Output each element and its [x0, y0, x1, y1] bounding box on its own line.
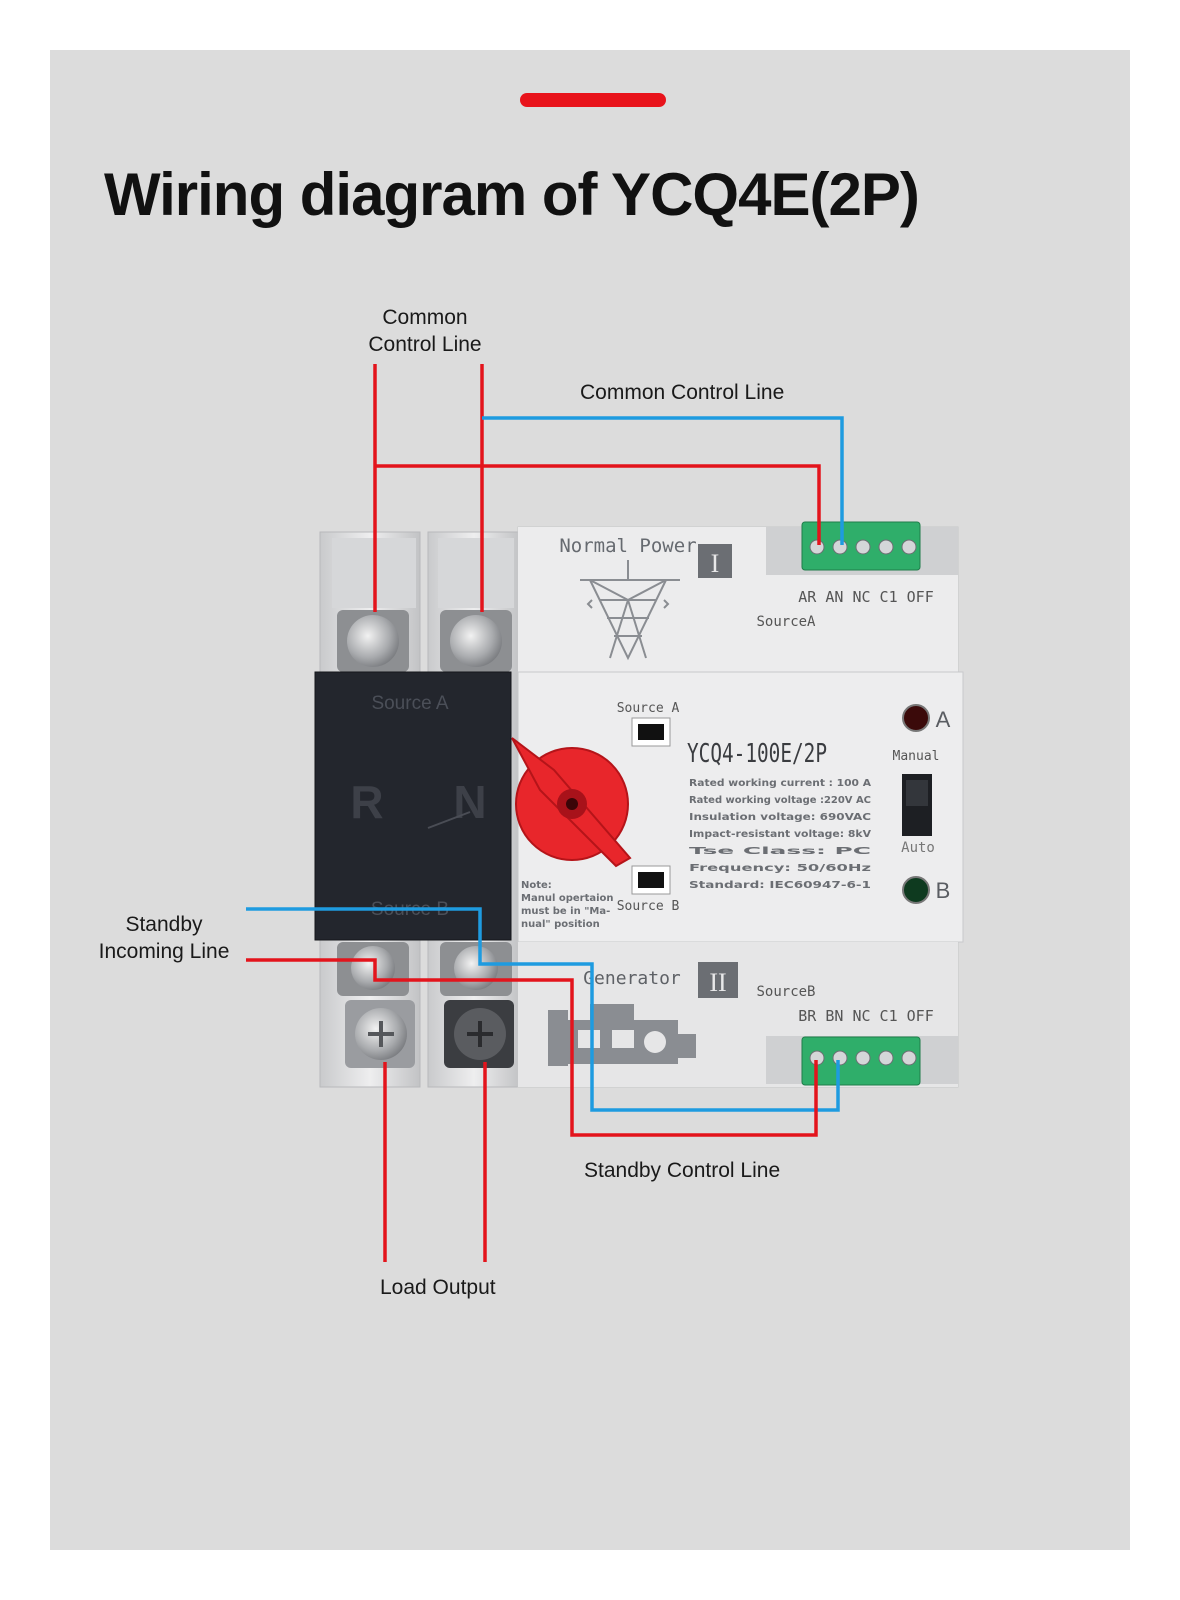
terminal-block-a — [801, 521, 921, 571]
spec-line: Impact-resistant voltage: 8kV — [689, 829, 871, 840]
section-ii-label: II — [709, 968, 726, 997]
black-cover — [314, 671, 512, 941]
terminal-a-labels: AR AN NC C1 OFF — [798, 588, 933, 606]
section-i-label: I — [711, 549, 720, 578]
cover-scratch — [427, 811, 471, 829]
led-a-label: A — [936, 707, 951, 732]
led-b-label: B — [936, 878, 951, 903]
page-title: Wiring diagram of YCQ4E(2P) — [104, 161, 920, 228]
wire-common-control-blue — [482, 416, 844, 545]
normal-power-label: Normal Power — [559, 535, 696, 557]
window-source-a-indicator — [638, 724, 664, 740]
screw-n-mid — [454, 946, 498, 990]
manual-label: Manual — [893, 749, 940, 764]
wire-standby-red — [246, 958, 818, 1137]
model-label: YCQ4-100E/2P — [687, 739, 827, 769]
wire-common-control-red — [375, 464, 821, 545]
label-line: Incoming Line — [98, 940, 230, 963]
note-text: Note: Manul opertaion must be in "Ma- nu… — [521, 880, 614, 930]
manual-auto-toggle-lever[interactable] — [906, 780, 928, 806]
led-b — [902, 876, 930, 904]
switch-source-a-label: Source A — [617, 701, 680, 716]
section-i-badge — [698, 544, 732, 578]
terminal-b-labels: BR BN NC C1 OFF — [798, 1007, 933, 1025]
led-a — [902, 704, 930, 732]
spec-line: Tse Class: PC — [689, 846, 871, 857]
label-line: Standby — [125, 913, 203, 936]
spec-line: Standard: IEC60947-6-1 — [689, 880, 871, 891]
label-standby-control-line: Standby Control Line — [584, 1159, 781, 1182]
pole-n-top-slot — [438, 538, 514, 608]
window-source-b-indicator — [638, 872, 664, 888]
note-line: nual" position — [521, 919, 600, 930]
source-a-small-label: SourceA — [756, 614, 816, 630]
note-line: Note: — [521, 880, 552, 891]
note-line: Manul opertaion — [521, 893, 614, 904]
switch-source-b-label: Source B — [617, 899, 680, 914]
section-ii-badge — [698, 962, 738, 998]
label-common-control-line-top: Common Control Line — [345, 304, 505, 358]
label-line: Control Line — [368, 333, 482, 356]
wire-standby-blue — [246, 907, 840, 1112]
note-line: must be in "Ma- — [521, 906, 610, 917]
spec-line: Rated working current : 100 A — [689, 778, 871, 789]
ats-device: Source A R N Source B Normal Power I AR … — [314, 521, 964, 1088]
cover-n-label: N — [453, 776, 486, 828]
cover-r-label: R — [350, 776, 383, 828]
specs-list: Rated working current : 100 A Rated work… — [689, 778, 871, 891]
auto-label: Auto — [901, 840, 935, 856]
cover-source-a-label: Source A — [371, 693, 448, 714]
generator-icon — [548, 1004, 696, 1066]
source-b-small-label: SourceB — [756, 984, 815, 1000]
accent-bar — [520, 93, 666, 107]
terminal-block-b — [801, 1036, 921, 1086]
wires — [246, 364, 844, 1262]
screw-r-top — [347, 615, 399, 667]
spec-line: Frequency: 50/60Hz — [689, 863, 871, 874]
label-load-output: Load Output — [380, 1276, 496, 1299]
label-line: Common — [382, 306, 468, 329]
screw-r-mid — [351, 946, 395, 990]
screw-n-bottom-slot — [467, 1021, 493, 1047]
screw-r-bottom-slot — [368, 1021, 394, 1047]
label-common-control-line: Common Control Line — [580, 381, 785, 404]
power-tower-icon — [580, 560, 680, 661]
generator-label: Generator — [583, 968, 681, 989]
spec-line: Rated working voltage :220V AC — [689, 795, 871, 806]
label-standby-incoming-line: Standby Incoming Line — [88, 911, 240, 965]
spec-line: Insulation voltage: 690VAC — [689, 812, 871, 823]
screw-n-top — [450, 615, 502, 667]
rotary-knob[interactable] — [511, 737, 632, 868]
